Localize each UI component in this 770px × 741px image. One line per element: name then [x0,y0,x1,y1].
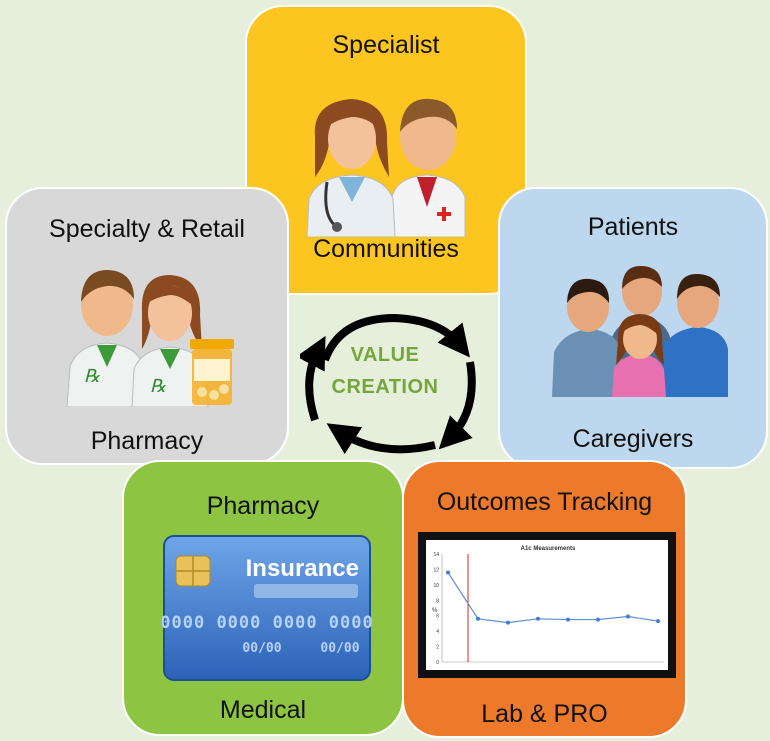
a1c-series-line [447,572,659,624]
data-point [536,616,540,621]
monitor-chart: A1c Measurements % 0 2 4 6 8 10 12 14 [418,532,676,678]
patients-title: Patients [587,213,679,241]
y-tick-label: 10 [433,583,439,589]
center-label-line2: CREATION [331,376,439,398]
arrow-right [438,361,476,450]
center-label-line1: VALUE [350,344,420,366]
insurance-title: Pharmacy [206,492,320,520]
card-date-1: 00/00 [242,641,281,656]
data-point [596,617,600,622]
insurance-subtitle: Medical [219,696,307,724]
y-tick-label: 14 [433,552,439,558]
specialist-title: Specialist [332,31,440,59]
data-point [446,570,450,575]
card-label: Insurance [246,555,359,582]
data-point [656,619,660,624]
card-number: 0000 0000 0000 0000 [162,613,372,633]
y-tick-label: 8 [436,598,439,604]
y-tick-label: 2 [436,645,439,651]
chart-ylabel: % [432,608,438,614]
y-tick-label: 0 [436,660,439,666]
insurance-tile: Pharmacy Insurance 0000 0000 0000 0000 0… [122,460,404,736]
y-tick-label: 6 [436,614,439,620]
outcomes-tile: Outcomes Tracking A1c Measurements % 0 2 4… [402,460,687,738]
doctors-icon [306,98,466,237]
arrow-left [300,335,326,422]
insurance-card-icon: Insurance 0000 0000 0000 0000 00/00 00/0… [162,535,372,681]
svg-text:℞: ℞ [150,376,167,397]
specialist-tile: Specialist Communities [245,5,527,295]
data-point [506,620,510,625]
pharmacists-icon: ℞ ℞ [66,269,234,407]
data-point [476,616,480,621]
patients-group-icon [552,265,728,397]
pharmacy-retail-tile: Specialty & Retail ℞ ℞ Pharmacy [5,187,289,465]
outcomes-title: Outcomes Tracking [436,488,653,516]
patients-tile: Patients Caregivers [498,187,768,469]
svg-text:℞: ℞ [84,366,101,387]
arrow-top [321,313,471,362]
outcomes-subtitle: Lab & PRO [481,700,608,728]
pharmacy-retail-subtitle: Pharmacy [90,427,204,455]
y-tick-label: 12 [433,567,439,573]
data-point [626,614,630,619]
card-date-2: 00/00 [320,641,359,656]
chart-title: A1c Measurements [521,546,576,552]
data-point [566,617,570,622]
y-tick-label: 4 [436,629,439,635]
arrow-bottom [326,423,436,455]
specialist-subtitle: Communities [313,235,459,263]
cycle-arrows [300,313,476,455]
patients-subtitle: Caregivers [572,425,694,453]
pharmacy-retail-title: Specialty & Retail [49,215,245,243]
